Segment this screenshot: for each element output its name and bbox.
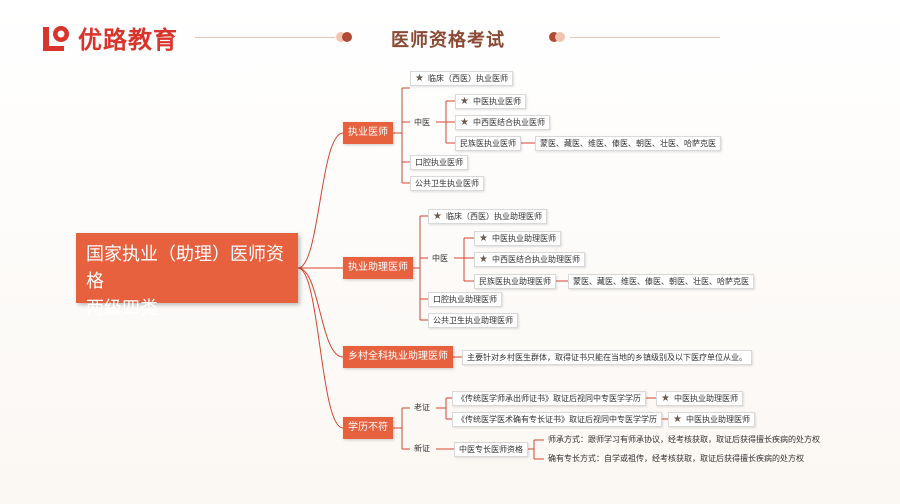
node-label: 临床（西医）执业医师 <box>427 74 508 83</box>
node-label: 中医执业医师 <box>472 97 521 106</box>
node-rural-desc: 主要针对乡村医生群体，取得证书只能在当地的乡镇级别及以下医疗单位从业。 <box>462 350 752 365</box>
node-assistant-integrated: ★中西医结合执业助理医师 <box>474 252 585 267</box>
node-edu-old-b-result: ★中医执业助理医师 <box>668 412 755 427</box>
node-assistant-oral: 口腔执业助理医师 <box>428 292 502 307</box>
node-label: 中医执业助理医师 <box>685 415 750 424</box>
node-assistant-clinical: ★临床（西医）执业助理医师 <box>428 209 547 224</box>
category-education: 学历不符 <box>343 417 393 439</box>
node-label: 中医执业助理医师 <box>491 234 556 243</box>
brand-name: 优路教育 <box>78 26 178 54</box>
node-assistant-ethnic: 民族医执业助理医师 <box>474 274 556 289</box>
category-doctor: 执业医师 <box>343 122 393 144</box>
root-line-1: 国家执业（助理）医师资格 <box>86 244 284 292</box>
node-doctor-integrated: ★中西医结合执业医师 <box>455 115 550 130</box>
node-assistant-tcm: 中医 <box>432 254 448 263</box>
header-ornament-right <box>549 32 565 42</box>
star-icon: ★ <box>479 233 488 244</box>
node-label: 中西医结合执业助理医师 <box>491 255 580 264</box>
star-icon: ★ <box>479 254 488 265</box>
node-label: 中西医结合执业医师 <box>472 118 545 127</box>
node-label: 临床（西医）执业助理医师 <box>445 212 542 221</box>
root-line-2: 两级四类 <box>86 298 158 319</box>
node-edu-new-a: 师承方式：跟师学习有师承协议，经考核获取，取证后获得擅长疾病的处方权 <box>548 435 820 444</box>
node-edu-old-a: 《传统医学师承出师证书》取证后视同中专医学学历 <box>452 391 646 406</box>
node-assistant-ethnic-list: 蒙医、藏医、维医、傣医、朝医、壮医、哈萨克医 <box>568 274 754 289</box>
star-icon: ★ <box>460 96 469 107</box>
node-doctor-ethnic: 民族医执业医师 <box>455 136 521 151</box>
node-doctor-oral: 口腔执业医师 <box>410 155 468 170</box>
node-doctor-ethnic-list: 蒙医、藏医、维医、傣医、朝医、壮医、哈萨克医 <box>535 136 721 151</box>
node-assistant-tcm-doctor: ★中医执业助理医师 <box>474 231 561 246</box>
category-assistant: 执业助理医师 <box>343 257 413 279</box>
node-edu-old-b: 《传统医学医术确有专长证书》取证后视同中专医学学历 <box>452 412 662 427</box>
node-label: 中医执业助理医师 <box>673 394 738 403</box>
header-ornament-left <box>336 32 352 42</box>
node-doctor-clinical: ★临床（西医）执业医师 <box>410 71 513 86</box>
page-title: 医师资格考试 <box>391 30 505 51</box>
star-icon: ★ <box>460 117 469 128</box>
header-divider-right <box>570 37 720 38</box>
root-node: 国家执业（助理）医师资格 两级四类 <box>76 233 298 319</box>
category-rural: 乡村全科执业助理医师 <box>343 346 453 368</box>
node-edu-new: 新证 <box>414 444 430 453</box>
node-edu-old: 老证 <box>414 403 430 412</box>
node-doctor-tcm: 中医 <box>414 118 430 127</box>
node-edu-new-b: 确有专长方式：自学或祖传，经考核获取，取证后获得擅长疾病的处方权 <box>548 454 804 463</box>
node-edu-new-type: 中医专长医师资格 <box>454 442 528 457</box>
node-assistant-public: 公共卫生执业助理医师 <box>428 313 518 328</box>
node-doctor-tcm-doctor: ★中医执业医师 <box>455 94 526 109</box>
node-edu-old-a-result: ★中医执业助理医师 <box>656 391 743 406</box>
star-icon: ★ <box>433 211 442 222</box>
star-icon: ★ <box>673 414 682 425</box>
brand-logo: 优路教育 <box>40 20 178 55</box>
node-doctor-public: 公共卫生执业医师 <box>410 176 484 191</box>
star-icon: ★ <box>415 73 424 84</box>
header-divider-left <box>195 37 335 38</box>
star-icon: ★ <box>661 393 670 404</box>
brand-logo-icon <box>43 25 69 51</box>
